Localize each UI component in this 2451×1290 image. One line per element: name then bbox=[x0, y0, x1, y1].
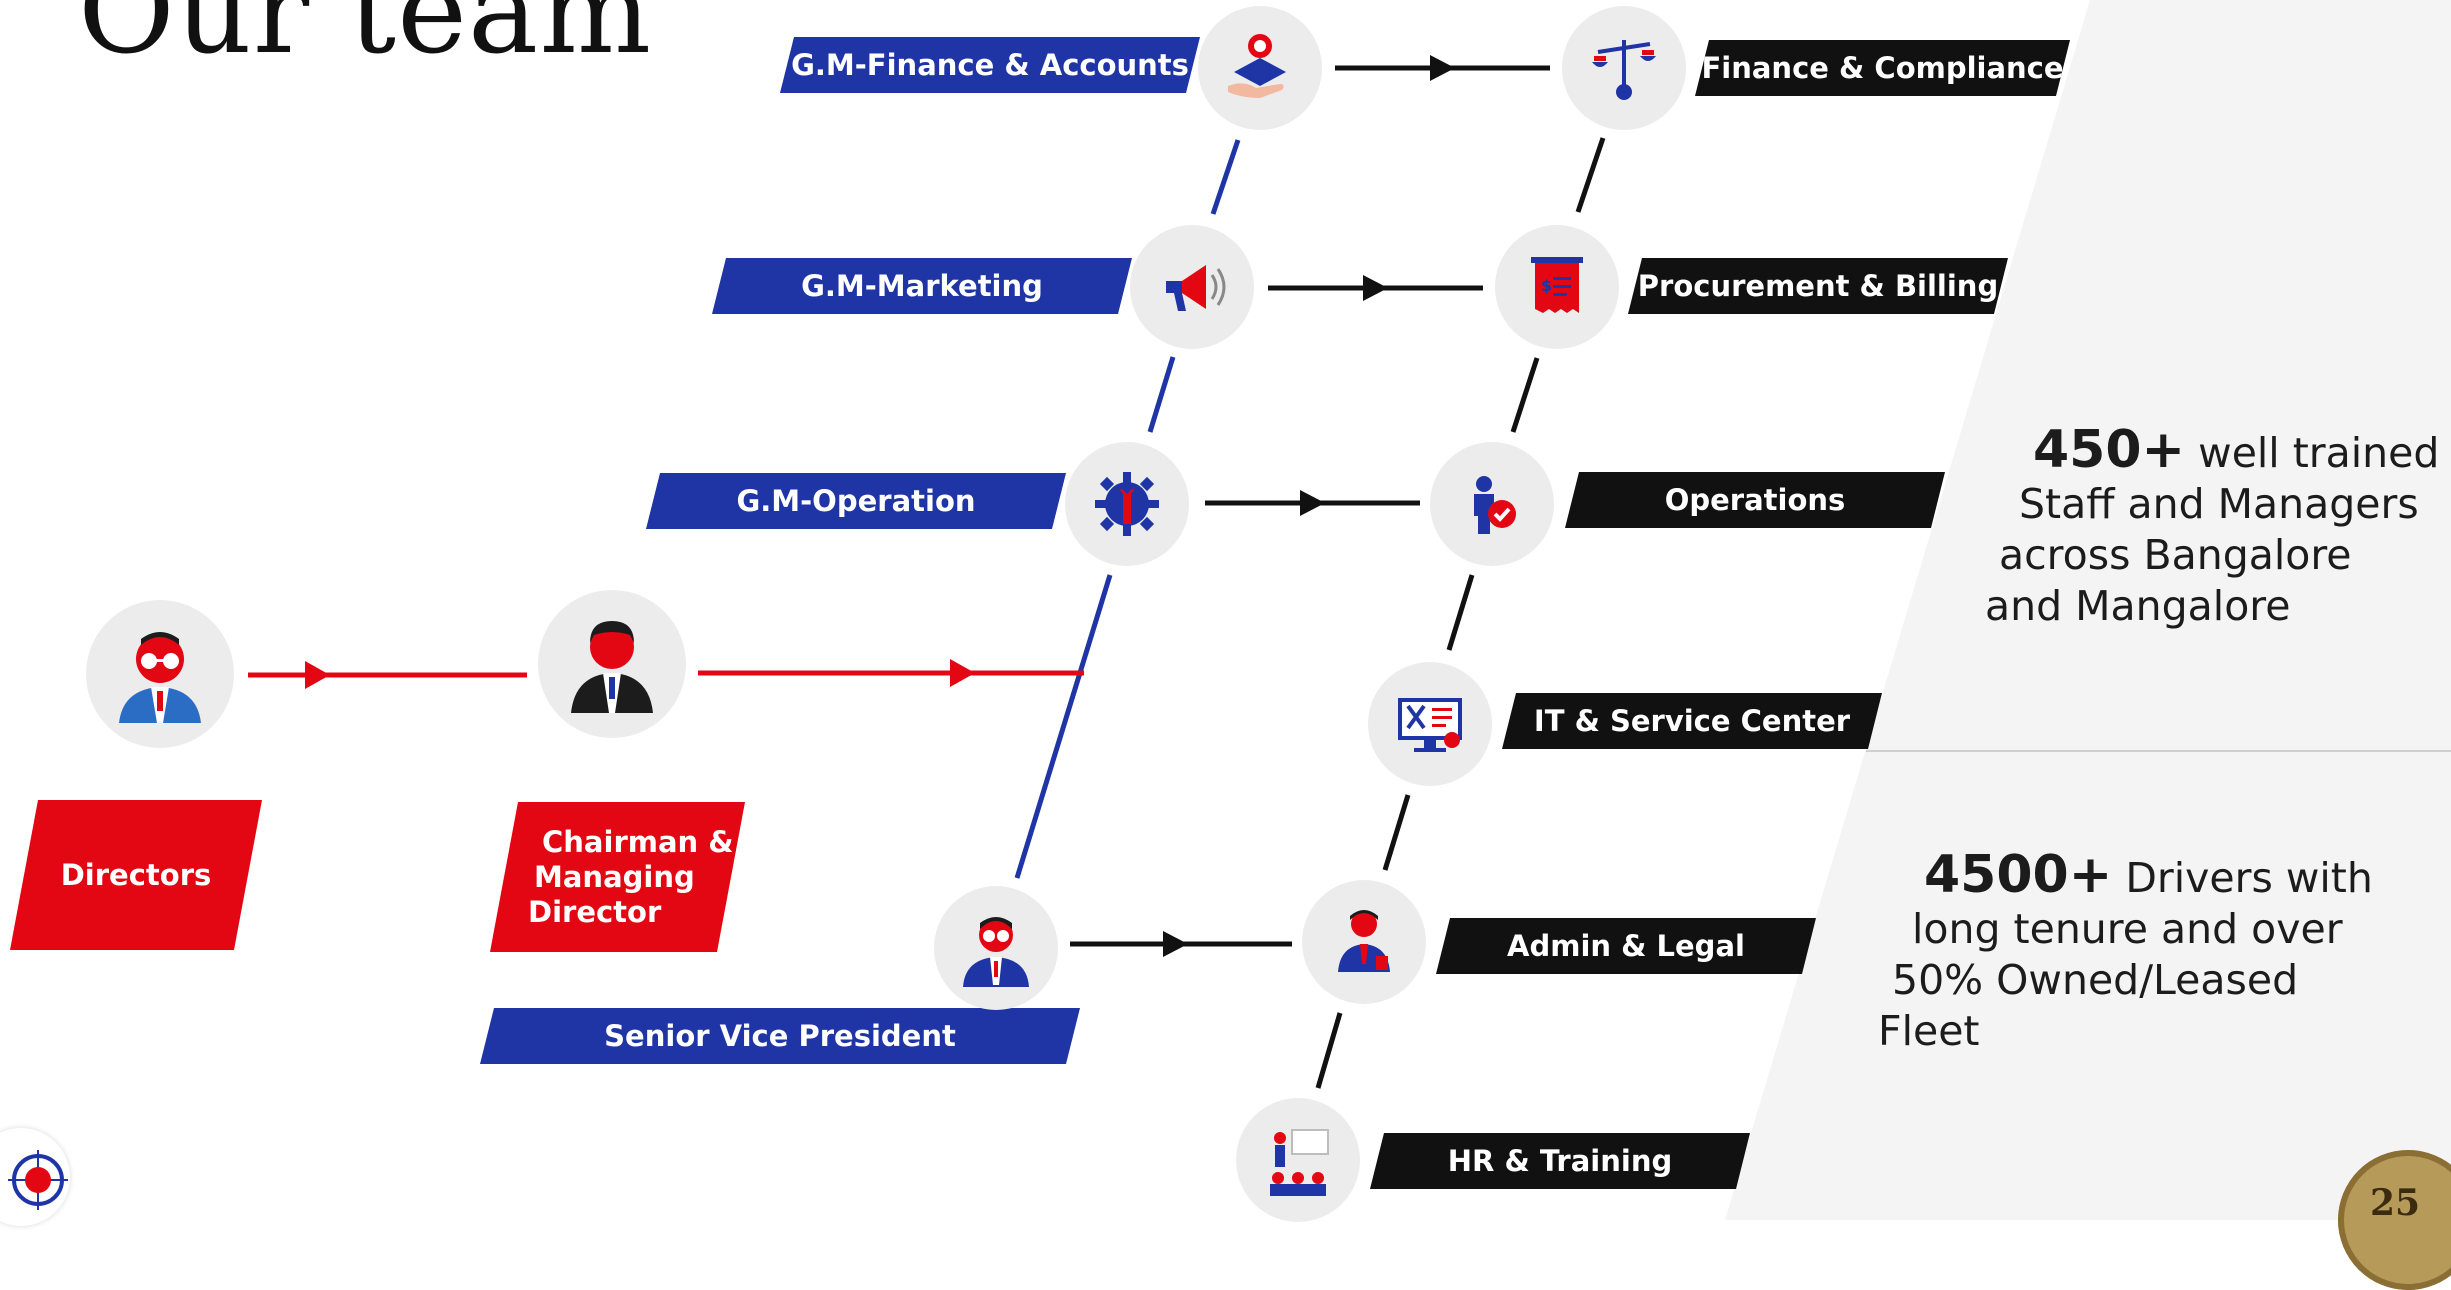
gear-wrench-icon bbox=[1065, 442, 1189, 566]
company-logo bbox=[0, 1128, 70, 1226]
stat-drivers-line-3: 50% Owned/Leased bbox=[1892, 956, 2299, 1004]
connector-lines bbox=[248, 55, 1606, 1089]
chairman-line-2: Managing bbox=[534, 859, 695, 894]
presentation-icon bbox=[1236, 1098, 1360, 1222]
stat-staff-line-1-rest: well trained bbox=[2185, 429, 2440, 477]
stat-staff-number: 450+ bbox=[2033, 420, 2186, 480]
red-connectors bbox=[248, 670, 1084, 678]
label-chairman: Chairman & Managing Director bbox=[490, 802, 745, 952]
svg-text:$: $ bbox=[1541, 276, 1552, 295]
scales-icon bbox=[1562, 6, 1686, 130]
stat-drivers-line-1-rest: Drivers with bbox=[2112, 854, 2373, 902]
black-diagonal-line bbox=[1315, 137, 1606, 1089]
label-gm-operation: G.M-Operation bbox=[646, 473, 1066, 529]
page-title: Our team bbox=[78, 0, 653, 80]
receipt-icon: $ bbox=[1495, 225, 1619, 349]
chairman-line-3: Director bbox=[528, 894, 662, 929]
label-hr-training: HR & Training bbox=[1370, 1133, 1750, 1189]
stat-staff: 450+ well trained Staff and Managers acr… bbox=[1985, 424, 2445, 632]
label-gm-finance: G.M-Finance & Accounts bbox=[780, 37, 1200, 93]
stat-drivers-line-4: Fleet bbox=[1878, 1007, 1980, 1055]
stat-drivers: 4500+ Drivers with long tenure and over … bbox=[1878, 849, 2398, 1057]
arrow-heads bbox=[1163, 55, 1455, 957]
chairman-line-1: Chairman & bbox=[542, 824, 734, 859]
stat-drivers-line-2: long tenure and over bbox=[1912, 905, 2343, 953]
slide: Our team bbox=[8, 0, 2451, 1290]
stats-divider bbox=[1866, 750, 2451, 752]
stat-drivers-line-1: 4500+ Drivers with bbox=[1878, 849, 2398, 904]
megaphone-icon bbox=[1130, 225, 1254, 349]
director-avatar-icon bbox=[86, 600, 234, 748]
businessman-icon bbox=[1302, 880, 1426, 1004]
stat-staff-line-3: across Bangalore bbox=[1999, 531, 2352, 579]
label-admin-legal: Admin & Legal bbox=[1436, 918, 1816, 974]
chairman-avatar-icon bbox=[538, 590, 686, 738]
worker-check-icon bbox=[1430, 442, 1554, 566]
label-procurement-billing: Procurement & Billing bbox=[1628, 258, 2008, 314]
label-directors: Directors bbox=[10, 800, 262, 950]
label-gm-marketing: G.M-Marketing bbox=[712, 258, 1132, 314]
stat-staff-line-2: Staff and Managers bbox=[2019, 480, 2419, 528]
blue-diagonal-line bbox=[1014, 139, 1241, 879]
svp-avatar-icon bbox=[934, 886, 1058, 1010]
label-it-service: IT & Service Center bbox=[1502, 693, 1882, 749]
stat-staff-line-4: and Mangalore bbox=[1985, 582, 2291, 630]
label-senior-vp: Senior Vice President bbox=[480, 1008, 1080, 1064]
background-panel bbox=[1725, 0, 2451, 1220]
anniversary-badge-number: 25 bbox=[2370, 1182, 2421, 1224]
label-finance-compliance: Finance & Compliance bbox=[1695, 40, 2070, 96]
stat-drivers-number: 4500+ bbox=[1924, 845, 2113, 905]
monitor-tools-icon bbox=[1368, 662, 1492, 786]
stat-staff-line-1: 450+ well trained bbox=[1985, 424, 2445, 479]
label-operations: Operations bbox=[1565, 472, 1945, 528]
hand-coin-icon bbox=[1198, 6, 1322, 130]
company-logo-icon bbox=[8, 1150, 68, 1210]
red-arrow-heads bbox=[305, 659, 975, 689]
